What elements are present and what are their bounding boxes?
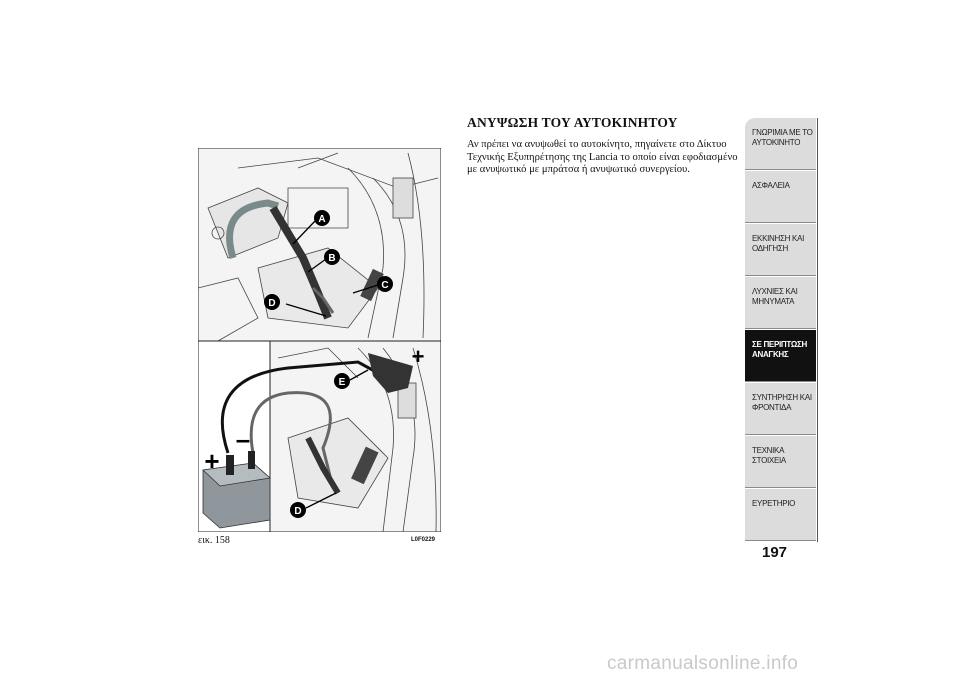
tab-in-emergency[interactable]: ΣΕ ΠΕΡΙΠΤΩΣΗ ΑΝΑΓΚΗΣ: [745, 330, 816, 382]
engine-bay-illustration: A B C D: [198, 148, 441, 532]
chapter-tabs: ΓΝΩΡΙΜΙΑ ΜΕ ΤΟ ΑΥΤΟΚΙΝΗΤΟ ΑΣΦΑΛΕΙΑ ΕΚΚΙΝ…: [745, 118, 818, 542]
tab-safety[interactable]: ΑΣΦΑΛΕΙΑ: [745, 171, 816, 223]
callout-a: A: [318, 214, 325, 225]
callout-c: C: [381, 280, 388, 291]
figure-caption: εικ. 158: [198, 535, 230, 546]
callout-d-top: D: [268, 298, 275, 309]
figure-code: L0F0229: [411, 537, 436, 543]
bottom-engine-panel: E D + + –: [198, 340, 441, 532]
section-body: Αν πρέπει να ανυψωθεί το αυτοκίνητο, πηγ…: [467, 139, 738, 175]
callout-e: E: [339, 377, 346, 388]
tab-lights-messages[interactable]: ΛΥΧΝΙΕΣ ΚΑΙ ΜΗΝΥΜΑΤΑ: [745, 277, 816, 329]
tab-index[interactable]: ΕΥΡΕΤΗΡΙΟ: [745, 489, 816, 541]
tab-starting-driving[interactable]: ΕΚΚΙΝΗΣΗ ΚΑΙ ΟΔΗΓΗΣΗ: [745, 224, 816, 276]
tab-technical-data[interactable]: ΤΕΧΝΙΚΑ ΣΤΟΙΧΕΙΑ: [745, 436, 816, 488]
negative-sign-battery: –: [236, 424, 250, 454]
tab-getting-to-know[interactable]: ΓΝΩΡΙΜΙΑ ΜΕ ΤΟ ΑΥΤΟΚΙΝΗΤΟ: [745, 118, 816, 170]
top-engine-panel: A B C D: [198, 148, 441, 342]
section-heading: ΑΝΥΨΩΣΗ ΤΟΥ ΑΥΤΟΚΙΝΗΤΟΥ: [467, 115, 678, 130]
positive-sign-battery: +: [204, 446, 219, 476]
positive-sign-top: +: [412, 344, 425, 369]
tab-maintenance-care[interactable]: ΣΥΝΤΗΡΗΣΗ ΚΑΙ ΦΡΟΝΤΙΔΑ: [745, 383, 816, 435]
page-number: 197: [762, 544, 788, 561]
watermark: carmanualsonline.info: [607, 653, 799, 674]
callout-b: B: [328, 253, 335, 264]
callout-d-bottom: D: [294, 506, 301, 517]
